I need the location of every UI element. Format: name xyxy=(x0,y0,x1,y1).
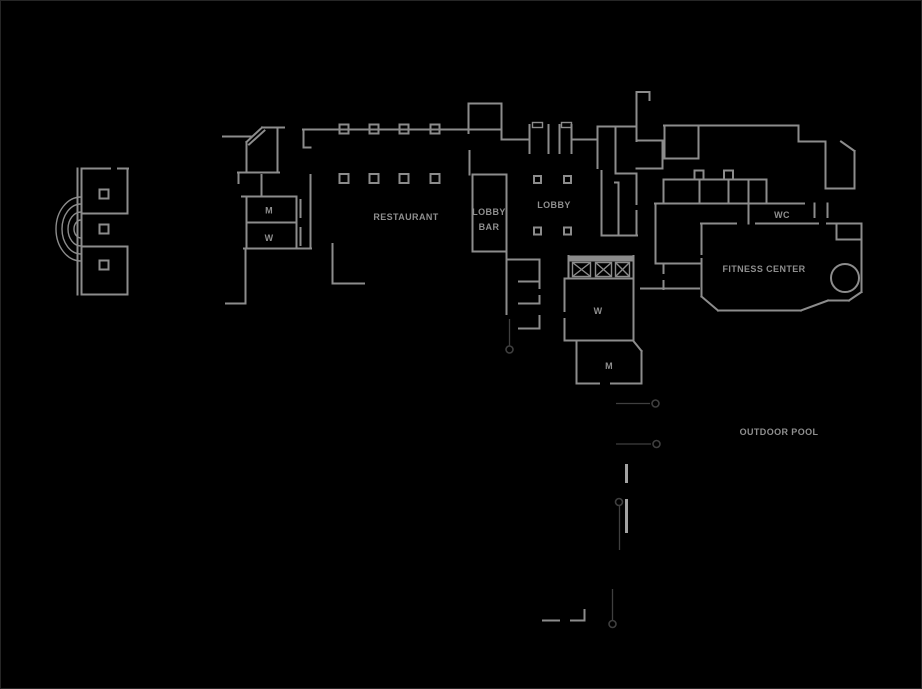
column xyxy=(723,169,734,181)
mens-room-walls xyxy=(575,339,643,385)
entrance-walls xyxy=(467,102,599,176)
womens-room-walls xyxy=(563,277,635,342)
gate-hinge-icon xyxy=(614,497,624,507)
outdoor-pool-area: OUTDOOR POOL xyxy=(542,399,819,629)
column xyxy=(338,173,350,184)
column xyxy=(398,123,410,135)
womens-room-label: W xyxy=(594,306,603,316)
north-wing xyxy=(654,124,856,225)
pool-deck-walls xyxy=(542,609,586,622)
stair-core xyxy=(596,91,664,237)
stair-hall xyxy=(222,126,285,198)
lobby-label: LOBBY xyxy=(537,200,571,210)
elevator-x-icon xyxy=(595,261,612,278)
elevator-bank-walls xyxy=(567,255,635,342)
gate-hinge-icon xyxy=(651,399,660,408)
west-wing-walls xyxy=(76,167,129,296)
lobby-bar: LOBBY BAR xyxy=(471,173,508,253)
column xyxy=(338,123,350,135)
elevator-car-icon xyxy=(614,261,631,278)
restaurant-label: RESTAURANT xyxy=(373,212,438,222)
stair-core-walls xyxy=(596,91,664,237)
column xyxy=(429,173,441,184)
service-room-walls xyxy=(505,250,541,330)
column xyxy=(533,175,542,184)
lobby-bar-label-line2: BAR xyxy=(479,222,500,232)
elevator-x-icon xyxy=(572,261,591,278)
service-rooms xyxy=(505,250,541,354)
column xyxy=(98,223,110,235)
column xyxy=(368,173,380,184)
column xyxy=(693,169,705,181)
fitness-walls xyxy=(640,202,863,312)
balcony-arcs xyxy=(55,196,82,262)
fitness-center: FITNESS CENTER xyxy=(640,202,863,312)
column xyxy=(98,188,110,200)
column xyxy=(368,123,380,135)
column xyxy=(429,123,441,135)
column xyxy=(533,226,542,236)
restaurant-area: RESTAURANT xyxy=(302,123,503,285)
wc-walls xyxy=(700,202,837,225)
restrooms-west: M W xyxy=(225,195,312,305)
restrooms-west-walls xyxy=(225,195,312,305)
lobby-bar-label-line1: LOBBY xyxy=(472,207,506,217)
wc-label: WC xyxy=(774,210,790,220)
wc-area: WC xyxy=(700,202,837,225)
restaurant-walls xyxy=(302,128,503,285)
entrance-vestibule xyxy=(467,102,599,176)
elevator-shaft-wall xyxy=(568,255,634,262)
elevator-car-icon xyxy=(594,261,613,278)
entrance-door-icon xyxy=(531,121,544,129)
entrance-door-icon xyxy=(560,121,573,129)
lobby-area: LOBBY xyxy=(533,175,572,236)
mens-room-label: M xyxy=(605,361,613,371)
spa-tub-icon xyxy=(830,263,860,293)
restrooms-center: W M xyxy=(563,277,643,385)
womens-room-label: W xyxy=(265,233,274,243)
mens-room-label: M xyxy=(265,206,273,216)
elevator-car-icon xyxy=(571,261,592,278)
west-wing xyxy=(55,167,129,296)
gate-hinge-icon xyxy=(652,439,661,449)
column xyxy=(98,259,110,271)
fitness-center-label: FITNESS CENTER xyxy=(722,264,805,274)
column xyxy=(398,173,410,184)
stair-hall-walls xyxy=(222,126,285,198)
elevator-x-icon xyxy=(615,262,630,277)
outdoor-pool-label: OUTDOOR POOL xyxy=(740,427,819,437)
north-wing-walls xyxy=(654,124,856,225)
gate-hinge-icon xyxy=(608,619,617,629)
door-hinge-icon xyxy=(505,345,514,354)
column xyxy=(563,175,572,184)
column xyxy=(563,226,572,236)
elevator-bank xyxy=(567,255,635,342)
